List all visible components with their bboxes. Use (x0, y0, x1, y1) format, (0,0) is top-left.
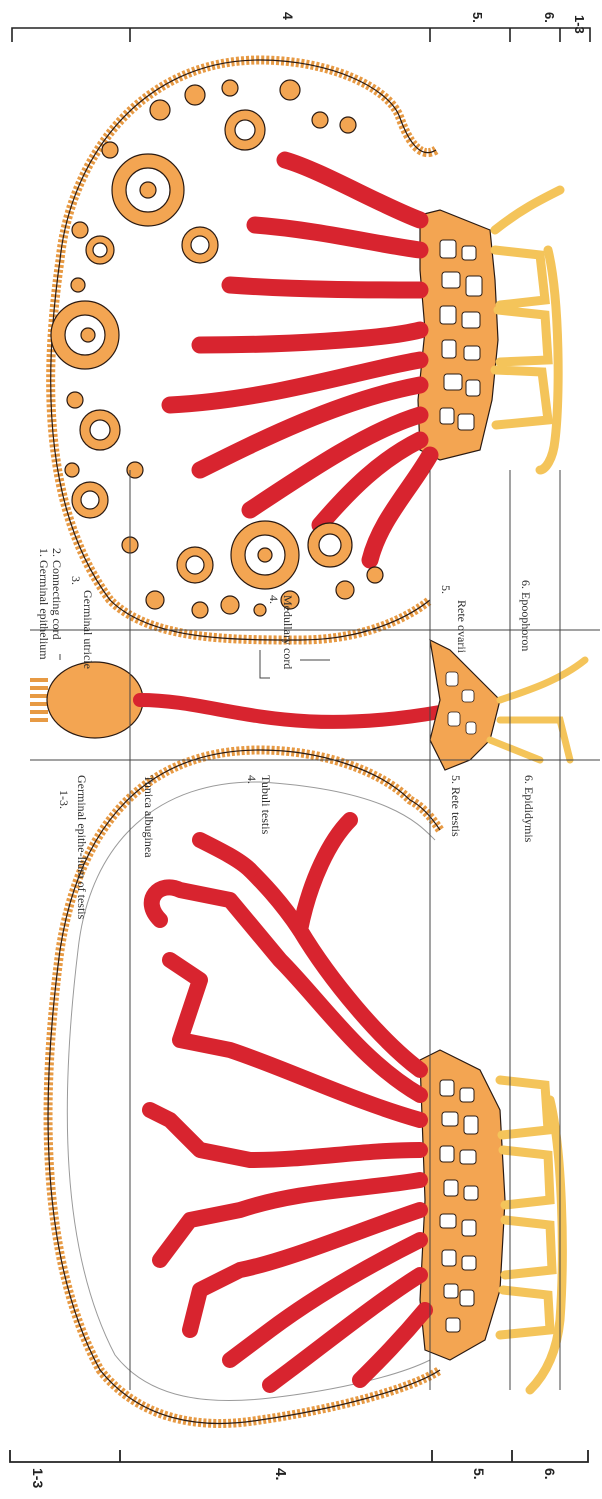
top-zone-label-1-3: 1-3 (572, 15, 587, 34)
label-tubuli-testis: Tubuli testis (259, 775, 273, 835)
rete-network (430, 640, 500, 770)
label-medullary-cord-num: 4. (267, 595, 281, 604)
label-germinal-utricle-num: 3. (69, 576, 83, 585)
bottom-zone-label-6: 6. (542, 1468, 558, 1480)
top-zone-label-5: 5. (470, 12, 485, 23)
label-rete-ovarii-num: 5. (439, 585, 453, 594)
label-connecting-cord: 2. Connecting cord (50, 548, 64, 640)
testis-diagram (48, 750, 562, 1423)
label-rete-ovarii: Rete ovarii (455, 600, 469, 654)
bottom-zone-label-4: 4. (272, 1468, 289, 1481)
bottom-zone-label-1-3: 1-3 (30, 1468, 46, 1488)
label-germinal-epithelium-of-testis: Germinal epithe-lium of testis (75, 775, 89, 920)
label-germinal-epithelium-of-testis-num: 1-3. (57, 790, 71, 809)
bottom-zone-brackets (10, 1450, 588, 1462)
epoophoron (495, 190, 560, 470)
label-medullary-cord: Medullary cord (281, 595, 295, 669)
label-rete-testis: 5. Rete testis (449, 775, 463, 837)
label-tunica-albuginea: Tunica albuginea (142, 775, 156, 858)
top-zone-label-4: 4 (280, 12, 296, 20)
label-tubuli-testis-num: 4. (245, 775, 259, 784)
germinal-utricle-bulb (47, 662, 143, 738)
top-zone-label-6: 6. (542, 12, 557, 23)
ovary-diagram (51, 60, 560, 640)
label-germinal-utricle: Germinal utricle (81, 590, 95, 669)
label-germinal-epithelium: 1. Germinal epithelium (37, 548, 51, 660)
epididymis (500, 1080, 562, 1390)
medullary-cord-strand (140, 700, 440, 722)
bottom-zone-label-5: 5. (471, 1468, 487, 1480)
tunica-albuginea-outline (48, 750, 440, 1423)
top-zone-brackets (12, 28, 590, 42)
label-epididymis: 6. Epididymis (522, 775, 536, 843)
label-epoophoron: 6. Epoophoron (519, 580, 533, 651)
medullary-cords (170, 160, 430, 560)
tubuli-testis (150, 820, 425, 1385)
